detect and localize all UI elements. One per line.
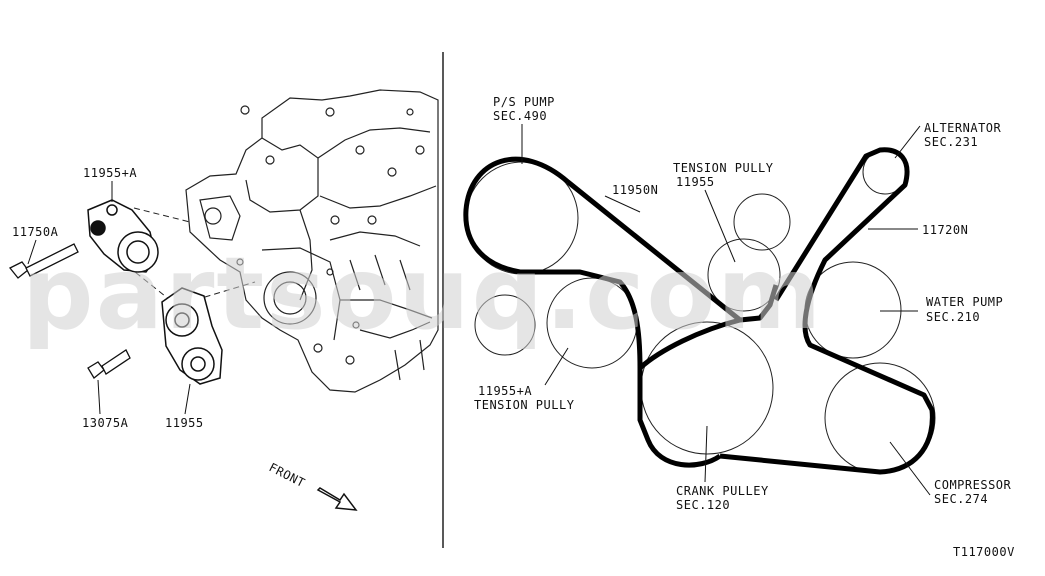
label-belt-11720n: 11720N — [922, 223, 968, 237]
label-ps-pump-name: P/S PUMP — [493, 95, 555, 109]
label-tensioner: 11955 — [165, 416, 204, 430]
label-tension-pully-code: 11955 — [676, 175, 715, 189]
label-crank-sec: SEC.120 — [676, 498, 730, 512]
leader-bolt-11750a — [27, 239, 37, 265]
watermark: partsouq.com — [22, 235, 823, 352]
label-bolt-13075a: 13075A — [82, 416, 129, 430]
label-ps-pump-sec: SEC.490 — [493, 109, 547, 123]
front-arrow-icon — [316, 487, 358, 511]
leader-tensioner — [184, 383, 191, 415]
label-tension-pully2-name: TENSION PULLY — [474, 398, 575, 412]
label-compressor-name: COMPRESSOR — [934, 478, 1012, 492]
label-water-pump-sec: SEC.210 — [926, 310, 980, 324]
tensioner-part — [161, 287, 223, 385]
bolt-11750a-part — [8, 243, 79, 279]
label-belt-11950n: 11950N — [612, 183, 658, 197]
figure-id: T117000V — [953, 545, 1015, 559]
leader-bolt-13075a — [97, 379, 101, 415]
belt-11950n — [463, 156, 779, 468]
tensioner-assembly-part — [87, 199, 159, 273]
tension-pully-pulley — [707, 238, 781, 312]
label-crank-name: CRANK PULLEY — [676, 484, 769, 498]
bolt-13075a-part — [87, 349, 131, 379]
tension-pully-upper-pulley — [733, 193, 791, 251]
label-alternator-sec: SEC.231 — [924, 135, 978, 149]
label-alternator-name: ALTERNATOR — [924, 121, 1002, 135]
label-tension-pully-name: TENSION PULLY — [673, 161, 774, 175]
label-bolt-11750a: 11750A — [12, 225, 59, 239]
label-leader-lines — [521, 124, 931, 496]
engine-block-illustration — [185, 89, 439, 393]
label-front: FRONT — [267, 460, 308, 490]
label-compressor-sec: SEC.274 — [934, 492, 988, 506]
label-water-pump-name: WATER PUMP — [926, 295, 1003, 309]
belt-11720n — [719, 147, 935, 475]
idler-pulley — [474, 294, 536, 356]
label-tensioner-assembly: 11955+A — [83, 166, 137, 180]
label-tension-pully2-code: 11955+A — [478, 384, 532, 398]
